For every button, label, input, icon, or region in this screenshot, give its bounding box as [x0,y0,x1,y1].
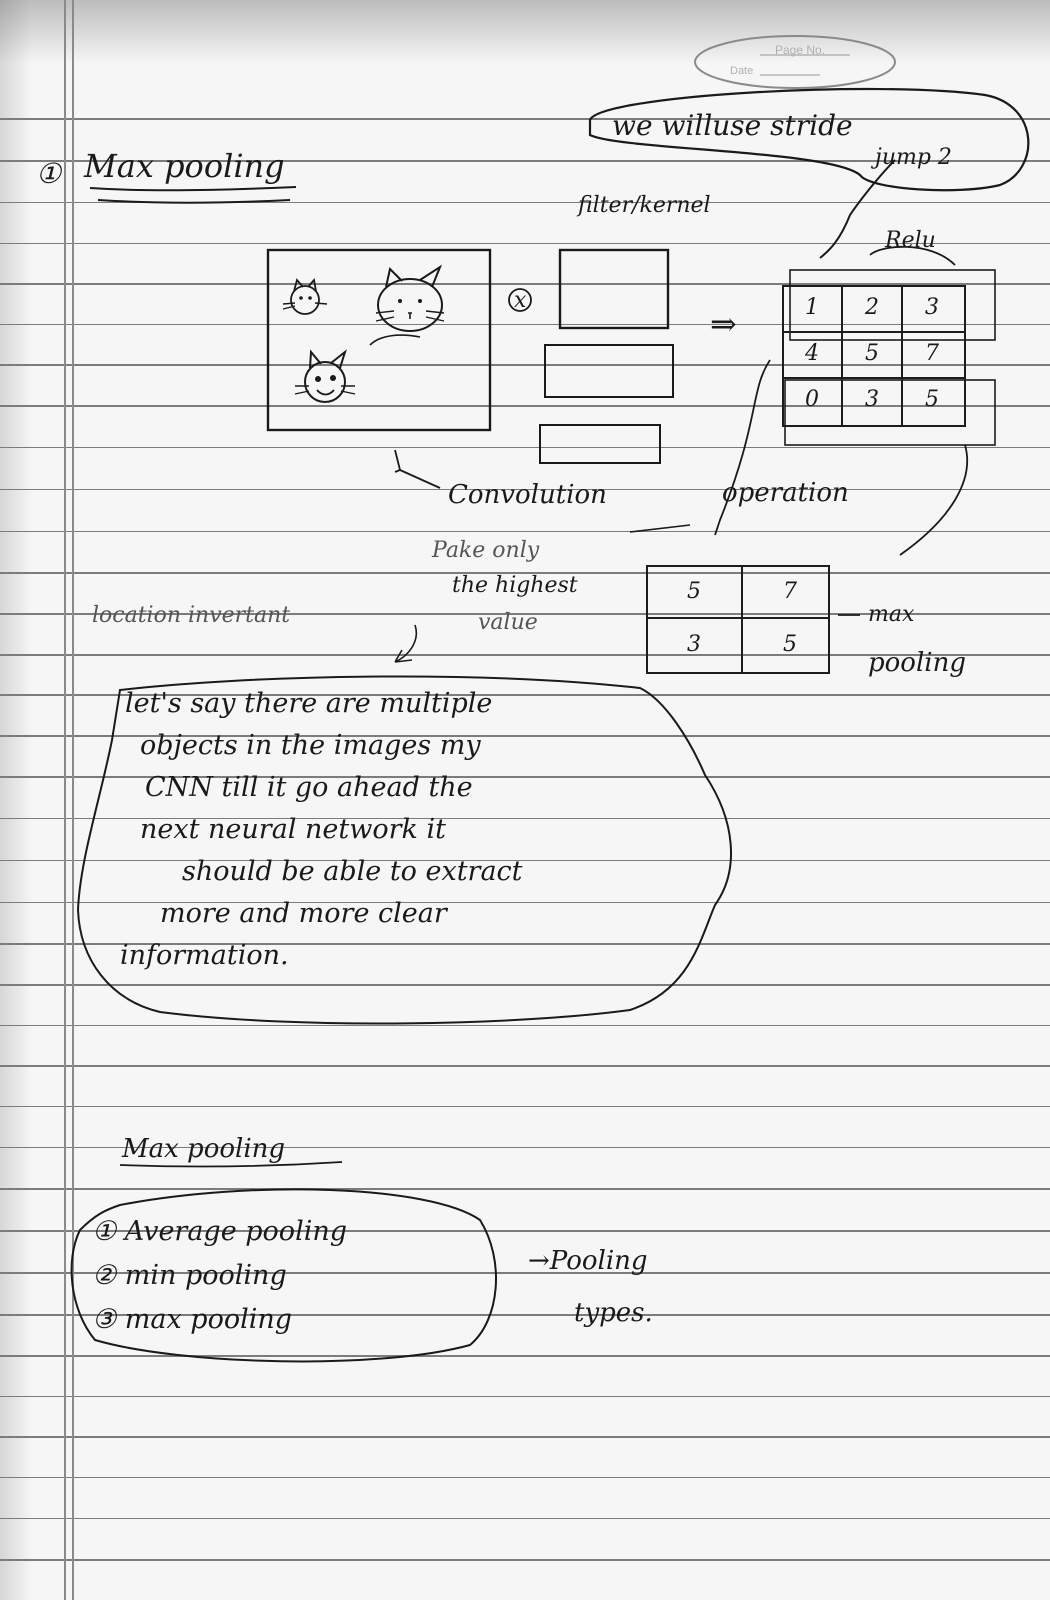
ruled-line [0,488,1050,491]
feature-map-cell: 3 [865,387,879,412]
ruled-line [0,1355,1050,1357]
ruled-line [0,1024,1050,1027]
paragraph-line: information. [120,940,289,971]
ruled-line [0,364,1050,366]
ruled-line [0,694,1050,696]
pooled-map-cell: 5 [687,579,701,604]
ruled-line [0,734,1050,737]
convolution-label: Convolution [448,480,607,510]
type-item-min: ② min pooling [92,1260,287,1291]
type-item-average: ① Average pooling [92,1216,348,1247]
pooled-map-cell: 7 [783,579,797,604]
ruled-line [0,1395,1050,1398]
ruled-line [0,118,1050,120]
margin-line-left-2 [72,0,74,1600]
types-caption-1: →Pooling [528,1246,648,1276]
page-no-label: Page No. [775,43,826,57]
ruled-line [0,323,1050,326]
page-title: Max pooling [84,147,285,185]
take-note-line-2: the highest [452,573,578,598]
ruled-line [0,1476,1050,1479]
ruled-line [0,572,1050,574]
ruled-line [0,817,1050,820]
margin-line-left [64,0,66,1600]
ruled-line [0,613,1050,616]
paragraph-line: objects in the images my [140,730,481,761]
take-note-line-3: value [478,610,538,635]
ruled-line [0,159,1050,162]
ruled-line [0,201,1050,204]
pooled-map-grid [646,565,830,674]
jump-note: jump 2 [875,145,952,170]
pooled-map-cell: 5 [783,632,797,657]
ruled-line [0,1146,1050,1149]
ruled-line [0,984,1050,986]
feature-map-cell: 3 [925,295,939,320]
types-heading: Max pooling [122,1134,286,1164]
ruled-line [0,1188,1050,1191]
feature-map-cell: 0 [805,387,819,412]
feature-map-cell: 5 [865,341,879,366]
ruled-line [0,653,1050,656]
stride-note: we willuse stride [612,109,853,142]
ruled-line [0,1272,1050,1274]
ruled-line [0,446,1050,449]
ruled-line [0,1230,1050,1233]
relu-label: Relu [885,228,936,253]
filter-kernel-label: filter/kernel [578,193,711,218]
paragraph-line: more and more clear [160,898,447,929]
feature-map-cell: 7 [925,341,939,366]
ruled-line [0,1559,1050,1561]
ruled-line [0,859,1050,862]
ruled-line [0,242,1050,245]
feature-map-cell: 1 [805,295,819,320]
ruled-line [0,1313,1050,1316]
max-pooling-label-2: pooling [868,648,966,678]
feature-map-cell: 5 [925,387,939,412]
paragraph-line: should be able to extract [182,856,523,887]
feature-map-grid [782,285,966,427]
ruled-line [0,283,1050,285]
location-invariant-note: location invertant [92,603,291,628]
ruled-line [0,1065,1050,1067]
date-label: Date [730,65,754,77]
operation-label: operation [722,478,849,508]
ruled-line [0,405,1050,407]
take-note-line-1: Pake only [432,538,540,563]
type-item-max: ③ max pooling [92,1304,293,1335]
ruled-line [0,943,1050,945]
result-arrow: ⇒ [710,305,737,343]
max-pooling-label-1: max [868,602,915,627]
title-number: ① [36,157,62,190]
feature-map-cell: 2 [865,295,879,320]
cat-face-icon [294,349,356,403]
ruled-line [0,1105,1050,1108]
types-caption-2: types. [574,1298,653,1328]
ruled-line [0,901,1050,904]
paragraph-line: next neural network it [140,814,446,845]
paragraph-line: CNN till it go ahead the [145,772,473,803]
cat-face-icon [369,264,445,346]
multiply-symbol: x [514,288,527,313]
ruled-line [0,530,1050,533]
feature-map-cell: 4 [805,341,819,366]
ruled-line [0,1435,1050,1438]
paragraph-line: let's say there are multiple [125,688,493,719]
cat-face-icon [282,277,328,315]
ruled-line [0,776,1050,778]
ruled-line [0,1517,1050,1520]
pooled-map-cell: 3 [687,632,701,657]
